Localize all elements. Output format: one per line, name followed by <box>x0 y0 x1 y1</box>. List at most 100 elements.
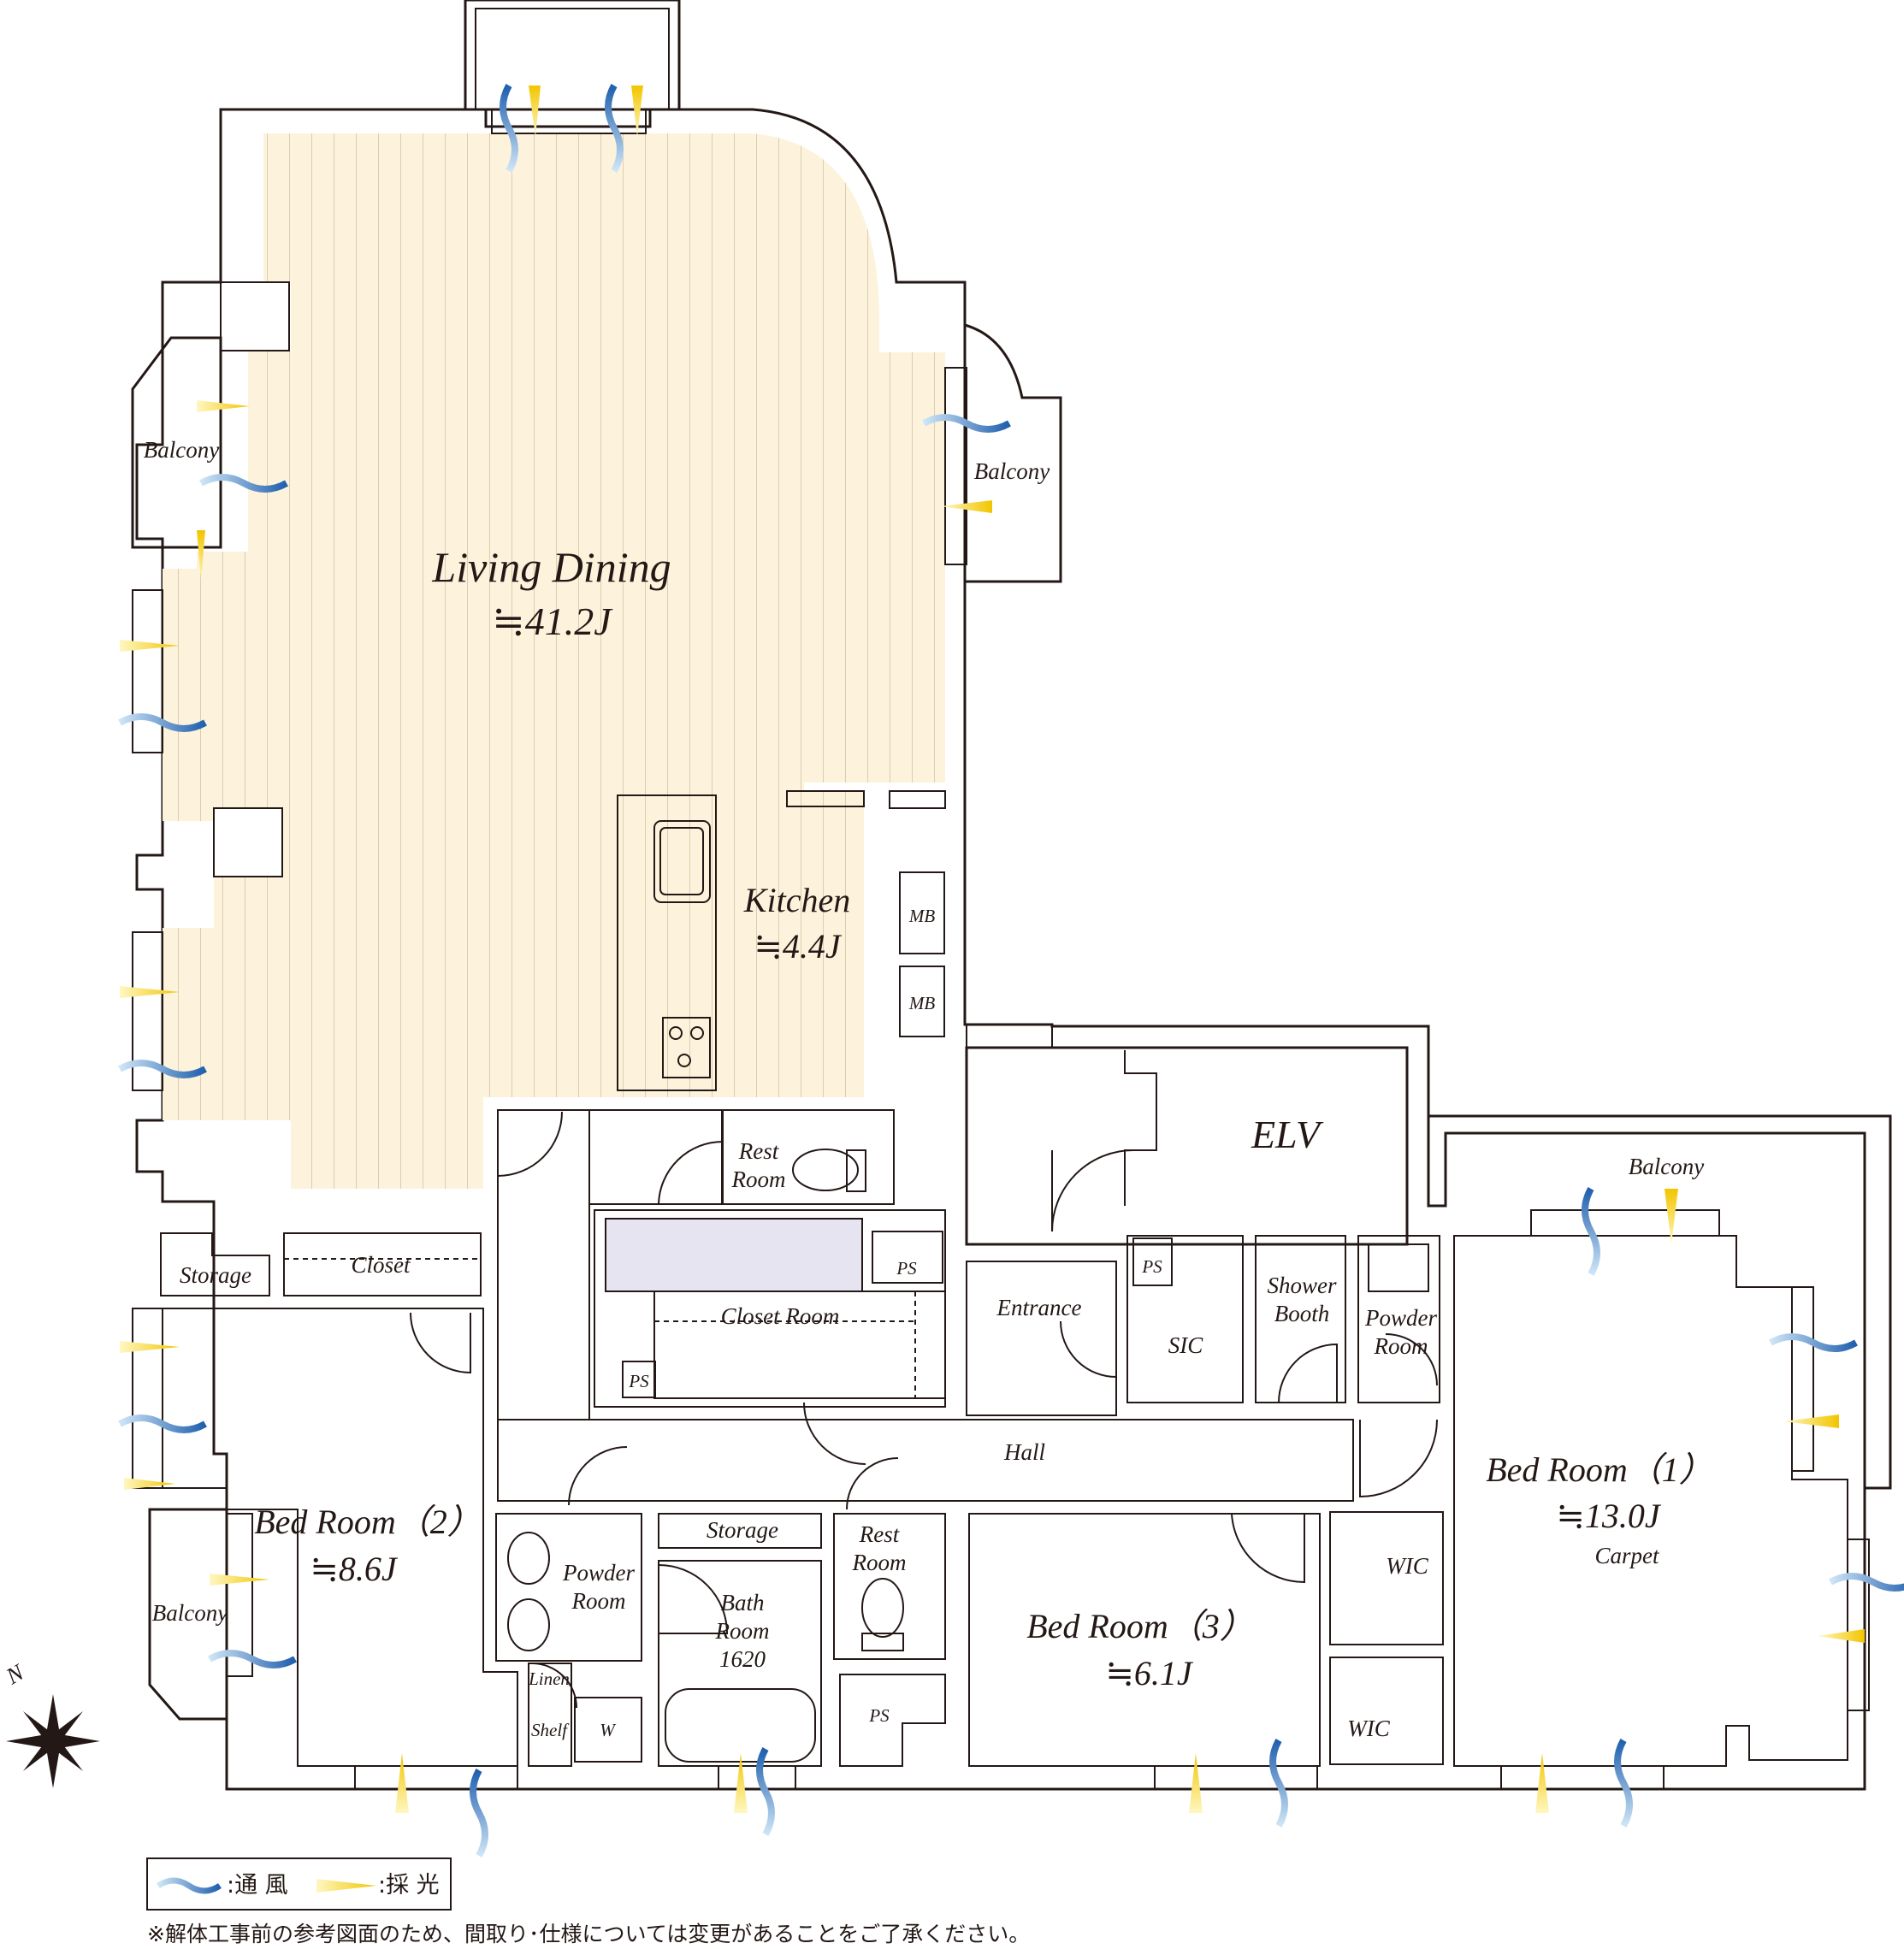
rest-room-lower-label-1: Rest <box>859 1521 901 1547</box>
toilet-lower-icon <box>861 1578 904 1638</box>
bed-room-2-label: Bed Room（2） <box>254 1503 482 1541</box>
sic-label: SIC <box>1168 1332 1203 1358</box>
powder-room-right-label-1: Powder <box>1364 1305 1437 1331</box>
ps-closet-bottom-box <box>622 1361 656 1398</box>
closet-room-label: Closet Room <box>721 1303 840 1329</box>
balcony-right-top-outline <box>963 323 1062 583</box>
disclaimer-note: ※解体工事前の参考図面のため、間取り･仕様については変更があることをご了承くださ… <box>147 1922 1030 1946</box>
powder-room-left-label-2: Room <box>571 1588 626 1614</box>
ps-closet-bottom-label: PS <box>628 1371 649 1391</box>
sink-icon <box>653 820 711 903</box>
living-dining-floor <box>163 133 945 1189</box>
wic-upper-label: WIC <box>1386 1553 1428 1579</box>
bath-room-label-3: 1620 <box>719 1646 766 1672</box>
closet-left-label: Closet <box>351 1252 411 1278</box>
wic-upper-area <box>1329 1511 1444 1645</box>
powder-room-left-label-1: Powder <box>562 1560 635 1586</box>
toilet-upper-icon <box>792 1149 859 1191</box>
kitchen-area: ≒4.4J <box>754 927 843 966</box>
mb-box-lower <box>899 966 945 1037</box>
rest-room-lower-area <box>833 1513 946 1660</box>
bath-room-label-2: Room <box>715 1618 770 1644</box>
interior-pillars <box>213 281 946 877</box>
powder-room-right-label-2: Room <box>1374 1333 1428 1359</box>
washer-label: W <box>600 1720 617 1740</box>
linen-label: Linen <box>528 1668 570 1689</box>
rest-room-upper <box>722 1109 895 1205</box>
balcony-right-label: Balcony <box>1629 1154 1704 1179</box>
rest-room-upper-label-1: Rest <box>738 1138 780 1164</box>
kitchen-label: Kitchen <box>743 881 850 919</box>
bed-room-1-floor <box>1453 1235 1848 1767</box>
ps-entrance-box <box>1132 1237 1173 1286</box>
legend-vent-icon <box>157 1877 222 1894</box>
balcony-left-top-label: Balcony <box>144 437 219 463</box>
elv-area <box>965 1046 1409 1246</box>
ventilation-marks <box>118 84 1904 1857</box>
shower-booth-label-2: Booth <box>1274 1301 1330 1326</box>
ps-closet-top-label: PS <box>896 1258 917 1279</box>
bed-room-1-label: Bed Room（1） <box>1486 1450 1713 1489</box>
balcony-left-bottom-outline <box>148 1508 228 1721</box>
elv-label: ELV <box>1251 1113 1324 1156</box>
windows <box>132 109 1870 1790</box>
ps-bottom-label: PS <box>868 1705 890 1726</box>
legend-vent-text: :通 風 <box>227 1872 288 1899</box>
ps-entrance-label: PS <box>1141 1256 1162 1277</box>
entrance-floor <box>966 1261 1117 1416</box>
door-swings <box>410 1111 1438 1709</box>
powder-room-right-area <box>1357 1235 1440 1403</box>
linen-shelf-area <box>528 1663 572 1767</box>
legend-light-icon <box>316 1879 376 1893</box>
powder-room-left-area <box>495 1513 642 1662</box>
balcony-right-strip <box>1427 1114 1892 1490</box>
kitchen-counter <box>617 794 717 1091</box>
stove-icon <box>662 1017 711 1078</box>
bed-room-1-note: Carpet <box>1594 1543 1660 1568</box>
bathtub-icon <box>665 1688 816 1763</box>
bath-room-label-1: Bath <box>721 1590 765 1615</box>
basin-lower-icon <box>507 1598 550 1651</box>
compass-north-label: N <box>1 1658 29 1689</box>
rest-room-lower-label-2: Room <box>852 1550 907 1575</box>
balcony-right-top-label: Balcony <box>974 458 1050 484</box>
hall-stair-top <box>588 1109 723 1205</box>
bed-room-1-area: ≒13.0J <box>1556 1497 1662 1535</box>
shower-booth-label-1: Shower <box>1268 1273 1337 1298</box>
storage-center-label: Storage <box>707 1517 778 1543</box>
legend-light-text: :採 光 <box>378 1872 440 1899</box>
living-dining-label: Living Dining <box>431 543 671 591</box>
hall-label: Hall <box>1003 1439 1045 1465</box>
bed-room-2-area: ≒8.6J <box>310 1550 399 1588</box>
mb-lower-label: MB <box>908 993 935 1013</box>
bed-room-3-floor <box>968 1513 1321 1767</box>
compass-rose-icon <box>6 1694 100 1788</box>
legend: :通 風 :採 光 <box>146 1857 452 1911</box>
storage-left-label: Storage <box>180 1262 251 1288</box>
top-balcony-box <box>464 0 681 111</box>
storage-left-area <box>160 1232 270 1296</box>
sic-area <box>1126 1235 1244 1403</box>
ps-closet-top-box <box>872 1231 943 1284</box>
bed-room-3-area: ≒6.1J <box>1105 1654 1194 1692</box>
shelf-label: Shelf <box>531 1720 570 1740</box>
basin-upper-icon <box>507 1532 550 1585</box>
storage-center-area <box>658 1513 822 1549</box>
mb-upper-label: MB <box>908 906 935 926</box>
daylight-marks <box>120 86 1865 1813</box>
shower-booth-area <box>1255 1235 1346 1403</box>
balcony-left-bottom-label: Balcony <box>152 1600 228 1626</box>
entrance-label: Entrance <box>996 1295 1082 1320</box>
bed-room-3-label: Bed Room（3） <box>1026 1607 1254 1645</box>
ps-bottom-box <box>839 1674 946 1767</box>
rest-room-upper-label-2: Room <box>731 1166 786 1192</box>
balcony-left-top-outline <box>131 336 222 549</box>
hall-corridor <box>497 1419 1354 1502</box>
closet-left-area <box>283 1232 482 1296</box>
mb-box-upper <box>899 871 945 954</box>
washer-area <box>574 1697 642 1763</box>
wic-lower-area <box>1329 1657 1444 1765</box>
living-dining-area: ≒41.2J <box>492 599 613 643</box>
wic-lower-label: WIC <box>1347 1716 1390 1741</box>
